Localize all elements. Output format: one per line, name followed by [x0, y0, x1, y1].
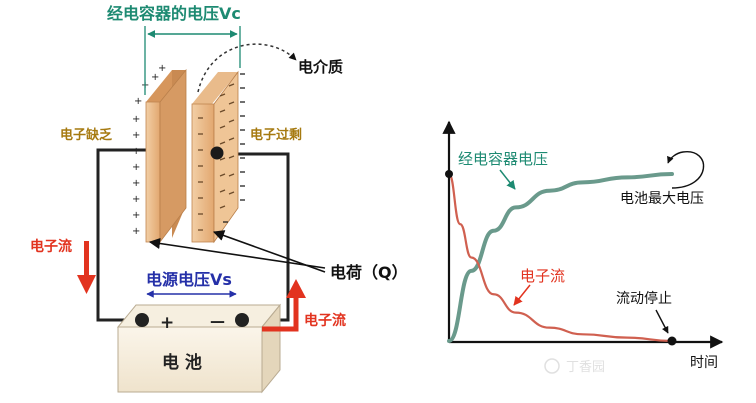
minus-sign: —	[210, 312, 225, 330]
capacitor-voltage-curve	[447, 172, 674, 343]
electron-deficit-label: 电子缺乏	[60, 127, 112, 143]
x-axis-label: 时间	[690, 355, 718, 371]
flow-stop-pointer	[655, 309, 669, 334]
svg-text:+: +	[132, 178, 140, 189]
electron-flow-left-arrow	[77, 241, 96, 294]
battery-negative-terminal	[235, 313, 249, 327]
plate-connection-dot	[210, 146, 224, 160]
electron-flow-right-arrow	[262, 279, 306, 332]
left-plate	[145, 68, 187, 244]
dielectric-label: 电介质	[298, 58, 343, 76]
flow-label-pointer	[513, 284, 531, 306]
watermark: 丁香园	[544, 358, 605, 375]
svg-text:+: +	[132, 226, 140, 237]
capacitor-voltage-label: 经电容器的电压Vc	[107, 4, 241, 23]
electron-flow-curve	[447, 172, 674, 343]
left-wire	[96, 148, 146, 322]
svg-text:+: +	[132, 194, 140, 205]
battery-label: 电 池	[162, 352, 202, 373]
watermark-text: 丁香园	[566, 360, 605, 375]
voltage-label-pointer	[499, 169, 516, 190]
svg-text:+: +	[134, 96, 142, 107]
svg-text:+: +	[132, 146, 140, 157]
circuit-diagram: + — 电 池 +++ +++ +++ +++	[30, 4, 408, 394]
flow-stop-label: 流动停止	[616, 290, 672, 307]
svg-text:+: +	[132, 162, 140, 173]
charge-pointers	[148, 230, 326, 273]
charge-label: 电荷（Q）	[330, 263, 408, 282]
charging-graph: 经电容器电压 电池最大电压 电子流 流动停止 时间 丁香园	[442, 120, 724, 375]
svg-text:+: +	[132, 210, 140, 221]
right-plate	[191, 70, 245, 244]
battery-positive-terminal	[135, 313, 149, 327]
start-point-dot	[445, 170, 453, 178]
flow-stop-dot	[667, 336, 677, 346]
svg-text:+: +	[132, 130, 140, 141]
svg-text:+: +	[158, 63, 166, 74]
electron-excess-label: 电子过剩	[250, 127, 302, 143]
plus-sign: +	[160, 313, 174, 333]
battery: + — 电 池	[116, 303, 282, 394]
svg-text:+: +	[132, 114, 140, 125]
max-voltage-label: 电池最大电压	[620, 191, 704, 207]
right-wire	[230, 152, 290, 322]
plate-negative-charges	[198, 83, 235, 231]
capacitor-voltage-curve-label: 经电容器电压	[458, 150, 548, 168]
dielectric-pointer	[197, 43, 297, 93]
electron-flow-left-label: 电子流	[30, 238, 72, 255]
svg-text:+: +	[151, 72, 159, 83]
source-voltage-label: 电源电压Vs	[146, 270, 232, 289]
electron-flow-curve-label: 电子流	[520, 267, 565, 285]
max-voltage-pointer	[667, 151, 705, 189]
electron-flow-right-label: 电子流	[304, 312, 346, 329]
capacitor-voltage-dimension	[144, 26, 241, 95]
